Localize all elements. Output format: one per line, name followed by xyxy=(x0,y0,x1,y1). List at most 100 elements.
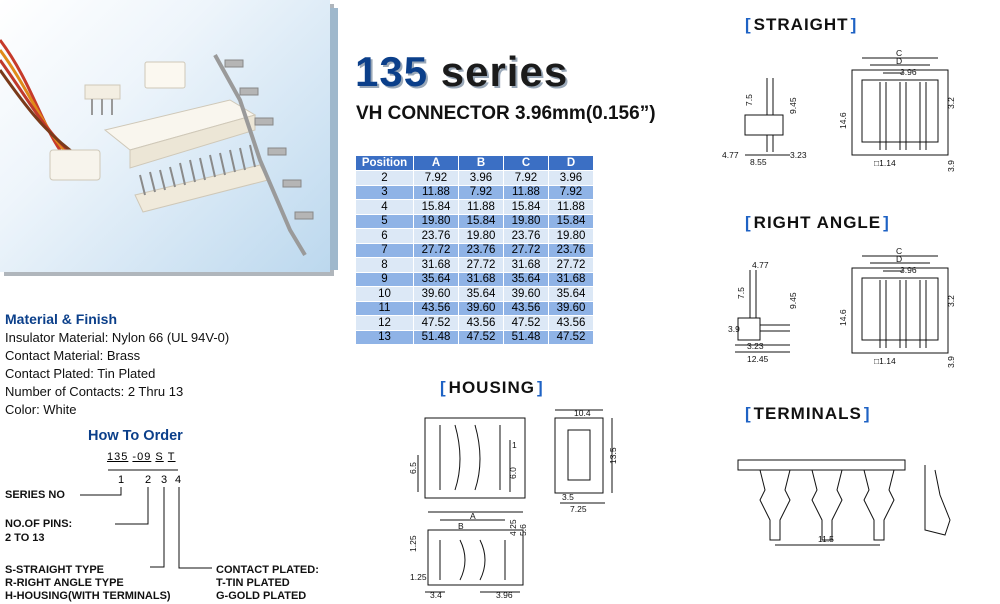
position-cell: 10 xyxy=(355,286,414,302)
dimension-cell: 47.52 xyxy=(458,329,504,345)
dim-text: 12.45 xyxy=(747,354,769,364)
dim-text: 4.77 xyxy=(752,260,769,270)
plate-title: CONTACT PLATED: xyxy=(216,564,319,576)
product-photo xyxy=(0,0,330,272)
dim-text: 13.5 xyxy=(608,447,618,464)
dimension-cell: 23.76 xyxy=(503,228,549,244)
dimension-cell: 39.60 xyxy=(458,300,504,316)
dim-text: C xyxy=(896,48,902,58)
dim-text: □1.14 xyxy=(874,158,896,168)
dim-text: 3.4 xyxy=(430,590,442,600)
how-to-order-title: How To Order xyxy=(88,428,183,444)
code-part-plate: T xyxy=(167,451,176,463)
dimension-cell: 51.48 xyxy=(503,329,549,345)
position-cell: 8 xyxy=(355,257,414,273)
dim-text: 3.5 xyxy=(562,492,574,502)
dimension-cell: 7.92 xyxy=(458,184,504,200)
order-num-2: 2 xyxy=(145,474,152,486)
order-num-3: 3 xyxy=(161,474,168,486)
dim-text: 5.6 xyxy=(518,524,528,536)
material-title: Material & Finish xyxy=(5,311,118,327)
dim-text: A xyxy=(470,511,476,521)
position-cell: 2 xyxy=(355,170,414,186)
position-cell: 3 xyxy=(355,184,414,200)
dim-text: B xyxy=(458,521,464,531)
plate-tin: T-TIN PLATED xyxy=(216,577,290,589)
dim-text: 3.9 xyxy=(946,356,956,368)
heading-straight: STRAIGHT xyxy=(745,15,857,35)
dimension-cell: 3.96 xyxy=(458,170,504,186)
dimension-cell: 7.92 xyxy=(548,184,594,200)
dim-text: D xyxy=(896,254,902,264)
dim-text: 3.23 xyxy=(790,150,807,160)
dim-text: 3.23 xyxy=(747,341,764,351)
page-title: 135 series xyxy=(355,48,568,96)
dim-text: 1.25 xyxy=(408,535,418,552)
heading-terminals: TERMINALS xyxy=(745,404,871,424)
dim-text: 14.6 xyxy=(838,112,848,129)
dimension-cell: 43.56 xyxy=(413,300,459,316)
dim-text: D xyxy=(896,56,902,66)
position-cell: 9 xyxy=(355,271,414,287)
dimension-cell: 15.84 xyxy=(413,199,459,215)
dimension-cell: 43.56 xyxy=(503,300,549,316)
heading-right-angle: RIGHT ANGLE xyxy=(745,213,890,233)
dim-text: □1.14 xyxy=(874,356,896,366)
dimension-cell: 35.64 xyxy=(413,271,459,287)
type-housing: H-HOUSING(WITH TERMINALS) xyxy=(5,590,171,602)
code-part-type: S xyxy=(155,451,164,463)
dimension-cell: 39.60 xyxy=(413,286,459,302)
order-code: 135 -09 S T xyxy=(107,451,176,463)
col-header: A xyxy=(413,155,459,171)
position-cell: 6 xyxy=(355,228,414,244)
dimension-cell: 11.88 xyxy=(413,184,459,200)
dimension-cell: 31.68 xyxy=(413,257,459,273)
pins-label: NO.OF PINS: xyxy=(5,518,73,530)
col-header: D xyxy=(548,155,594,171)
dim-text: 7.5 xyxy=(736,287,746,299)
connector-photo-illustration xyxy=(0,39,314,257)
dim-text: 10.4 xyxy=(574,408,591,418)
dimension-cell: 31.68 xyxy=(503,257,549,273)
dimension-cell: 27.72 xyxy=(548,257,594,273)
dimension-cell: 19.80 xyxy=(413,213,459,229)
material-line: Color: White xyxy=(5,402,77,417)
dimension-cell: 31.68 xyxy=(458,271,504,287)
dim-text: 3.2 xyxy=(946,97,956,109)
code-part-series: 135 xyxy=(107,451,129,463)
dim-text: 9.45 xyxy=(788,292,798,309)
title-word: series xyxy=(440,48,569,95)
straight-side-body xyxy=(744,114,784,136)
table-header-row: Position A B C D xyxy=(355,155,594,171)
dimension-cell: 39.60 xyxy=(548,300,594,316)
position-cell: 7 xyxy=(355,242,414,258)
dimension-cell: 15.84 xyxy=(503,199,549,215)
position-cell: 13 xyxy=(355,329,414,345)
dimension-cell: 15.84 xyxy=(548,213,594,229)
position-cell: 11 xyxy=(355,300,414,316)
material-line: Contact Material: Brass xyxy=(5,348,141,363)
dimension-cell: 47.52 xyxy=(413,315,459,331)
dim-text: 3.2 xyxy=(946,295,956,307)
type-right: R-RIGHT ANGLE TYPE xyxy=(5,577,124,589)
dimension-cell: 27.72 xyxy=(458,257,504,273)
dimension-cell: 19.80 xyxy=(458,228,504,244)
page-subtitle: VH CONNECTOR 3.96mm(0.156”) xyxy=(356,103,656,124)
dimension-cell: 31.68 xyxy=(548,271,594,287)
straight-front-body xyxy=(851,69,949,156)
dim-text: 3.9 xyxy=(946,160,956,172)
dim-text: 3.96 xyxy=(900,265,917,275)
dim-text: 8.55 xyxy=(750,157,767,167)
photo-edge-bar xyxy=(330,8,338,270)
